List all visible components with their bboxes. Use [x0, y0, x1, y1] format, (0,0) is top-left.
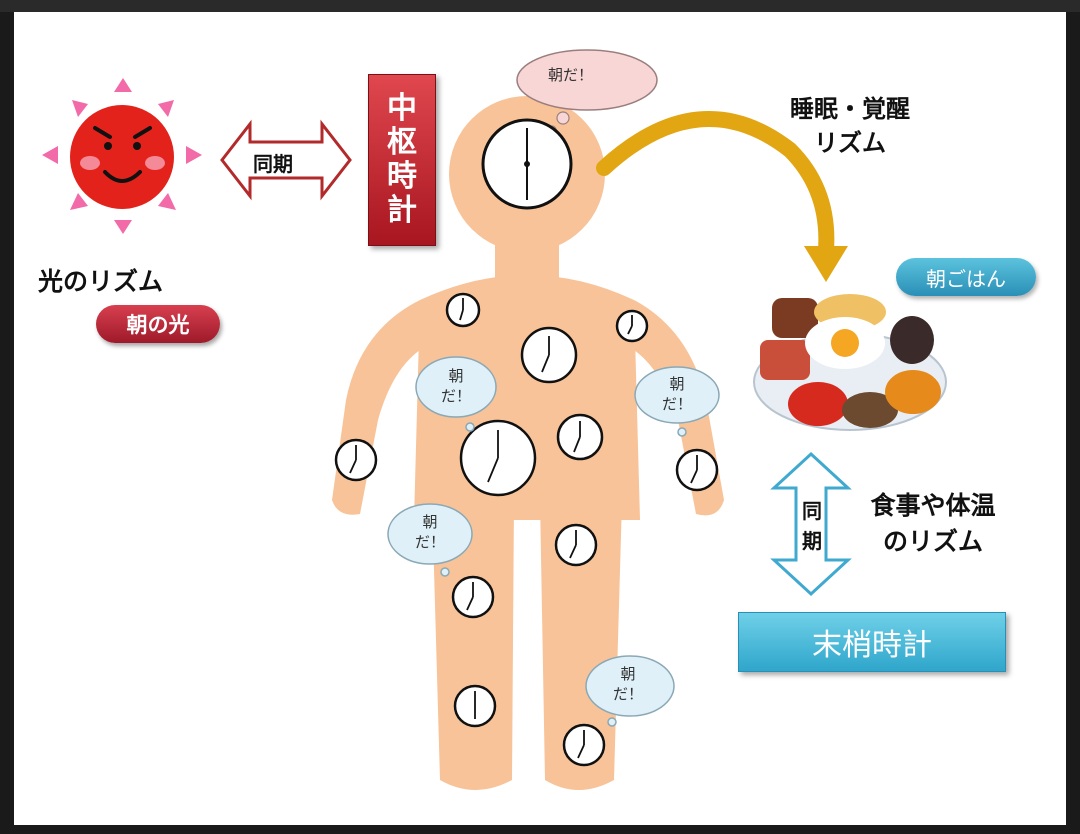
cloud-line: だ！: [612, 685, 643, 703]
head-thought-bubble: [516, 49, 658, 135]
meal-label-line: のリズム: [882, 527, 983, 556]
light-rhythm-label: 光のリズム: [38, 267, 164, 296]
diagram-graphics: [42, 49, 947, 790]
body-cloud-text: 朝 だ！: [647, 374, 707, 414]
sleep-label-line: リズム: [814, 129, 886, 157]
central-clock-char: 時: [387, 159, 417, 194]
sync-right-arrow: [770, 451, 852, 597]
body-cloud-text: 朝 だ！: [598, 664, 658, 704]
clock-hands: [349, 298, 698, 759]
sleep-label-line: 睡眠・覚醒: [790, 95, 910, 123]
body-cloud-shapes: [387, 356, 720, 727]
cloud-line: 朝: [422, 513, 438, 531]
cloud-line: だ！: [440, 387, 471, 405]
cloud-line: 朝: [448, 367, 464, 385]
top-strip: [0, 0, 1080, 12]
meal-temperature-rhythm-label: 食事や体温 のリズム: [848, 488, 1018, 560]
breakfast-plate-icon: [753, 294, 947, 431]
body-cloud-text: 朝 だ！: [400, 512, 460, 552]
sleep-wake-rhythm-label: 睡眠・覚醒 リズム: [770, 92, 930, 160]
diagram-frame: 光のリズム 朝の光 同期 中 枢 時 計 朝だ！ 朝 だ！ 朝 だ！ 朝 だ！ …: [14, 12, 1066, 825]
sync-right-label: 同 期: [798, 496, 826, 556]
central-clock-box: 中 枢 時 計: [368, 74, 436, 246]
cloud-line: 朝: [669, 375, 685, 393]
cloud-line: だ！: [661, 395, 692, 413]
peripheral-clock-box: 末梢時計: [738, 612, 1006, 672]
meal-label-line: 食事や体温: [870, 491, 996, 520]
cloud-line: だ！: [414, 533, 445, 551]
sync-left-label: 同期: [253, 152, 293, 176]
body-cloud-text: 朝 だ！: [426, 366, 486, 406]
sync-left-arrow: [220, 119, 352, 201]
morning-light-badge: 朝の光: [96, 305, 220, 343]
central-head-clock: [481, 118, 573, 210]
breakfast-badge: 朝ごはん: [896, 258, 1036, 296]
central-clock-char: 中: [387, 91, 417, 126]
head-bubble-text: 朝だ！: [548, 66, 594, 84]
cloud-line: 朝: [620, 665, 636, 683]
sync-right-char: 期: [802, 529, 822, 553]
sync-right-char: 同: [802, 499, 822, 523]
sleep-arrow: [596, 110, 848, 282]
central-clock-char: 計: [387, 193, 417, 228]
central-clock-char: 枢: [387, 125, 417, 160]
sun-icon: [42, 78, 202, 234]
